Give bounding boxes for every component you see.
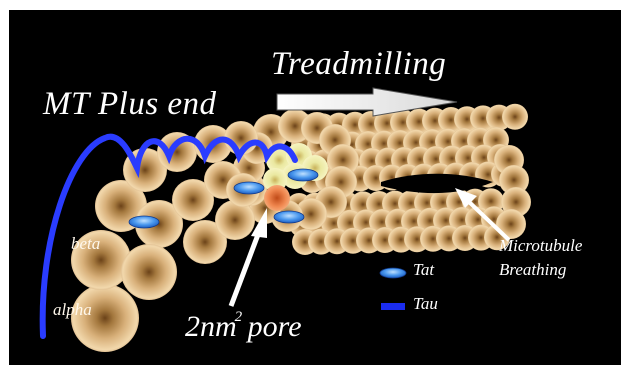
breathing-label: Breathing (499, 260, 566, 280)
tubulin-bead (215, 200, 255, 240)
pore-label-tail: pore (248, 310, 302, 343)
pore-label-exponent: 2 (235, 309, 243, 325)
tubulin-bead (121, 244, 177, 300)
legend-tat-label: Tat (413, 260, 434, 280)
tat-marker (274, 211, 304, 223)
legend-tau-swatch (381, 303, 405, 310)
tat-marker (234, 182, 264, 194)
legend-tat-swatch (380, 268, 406, 278)
tubulin-bead (502, 104, 528, 130)
tat-marker (129, 216, 159, 228)
treadmilling-label: Treadmilling (271, 46, 446, 83)
orange-bead (264, 185, 290, 211)
pore-arrow-shaft (231, 232, 259, 306)
legend-tau-label: Tau (413, 294, 438, 314)
tat-marker (288, 169, 318, 181)
beta-label: beta (71, 234, 100, 254)
pore-label: 2nm2 pore (185, 310, 302, 344)
diagram-canvas: Treadmilling MT Plus end beta alpha 2nm2… (9, 10, 621, 365)
mt-plus-end-label: MT Plus end (43, 86, 217, 123)
microtubule-label: Microtubule (499, 236, 582, 256)
pore-label-main: 2nm (185, 310, 237, 343)
alpha-label: alpha (53, 300, 92, 320)
